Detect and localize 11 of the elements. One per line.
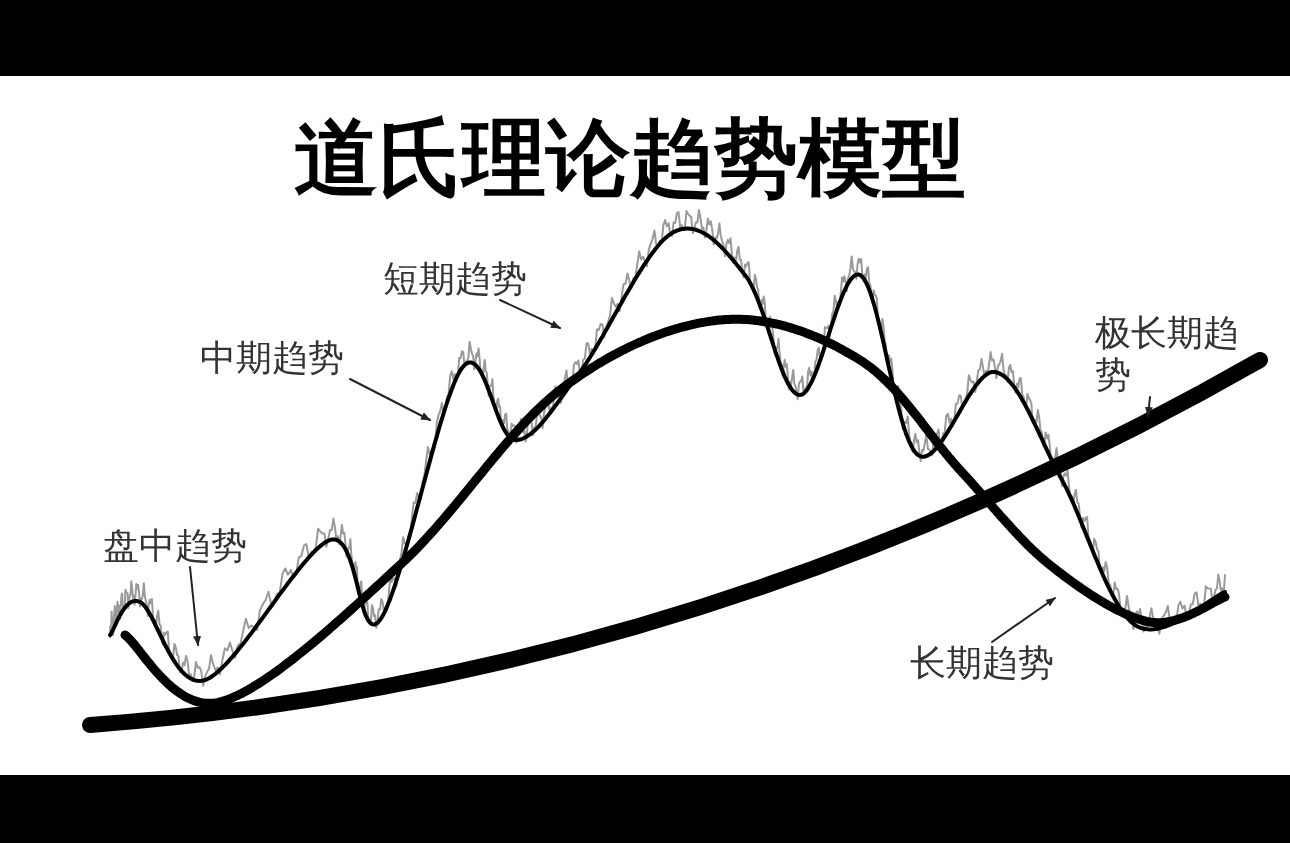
- title: 道氏理论趋势模型: [293, 108, 967, 209]
- arrow: [499, 299, 561, 329]
- arrow: [991, 597, 1056, 643]
- trend-label: 中期趋势: [200, 337, 370, 379]
- trend-label: 长期趋势: [910, 642, 1080, 684]
- arrow: [349, 378, 431, 421]
- trend-label: 短期趋势: [383, 258, 553, 300]
- trend-label: 极长期趋势: [1095, 312, 1265, 396]
- trend-label: 盘中趋势: [103, 525, 273, 567]
- arrow: [189, 566, 202, 646]
- arrow: [1144, 396, 1153, 417]
